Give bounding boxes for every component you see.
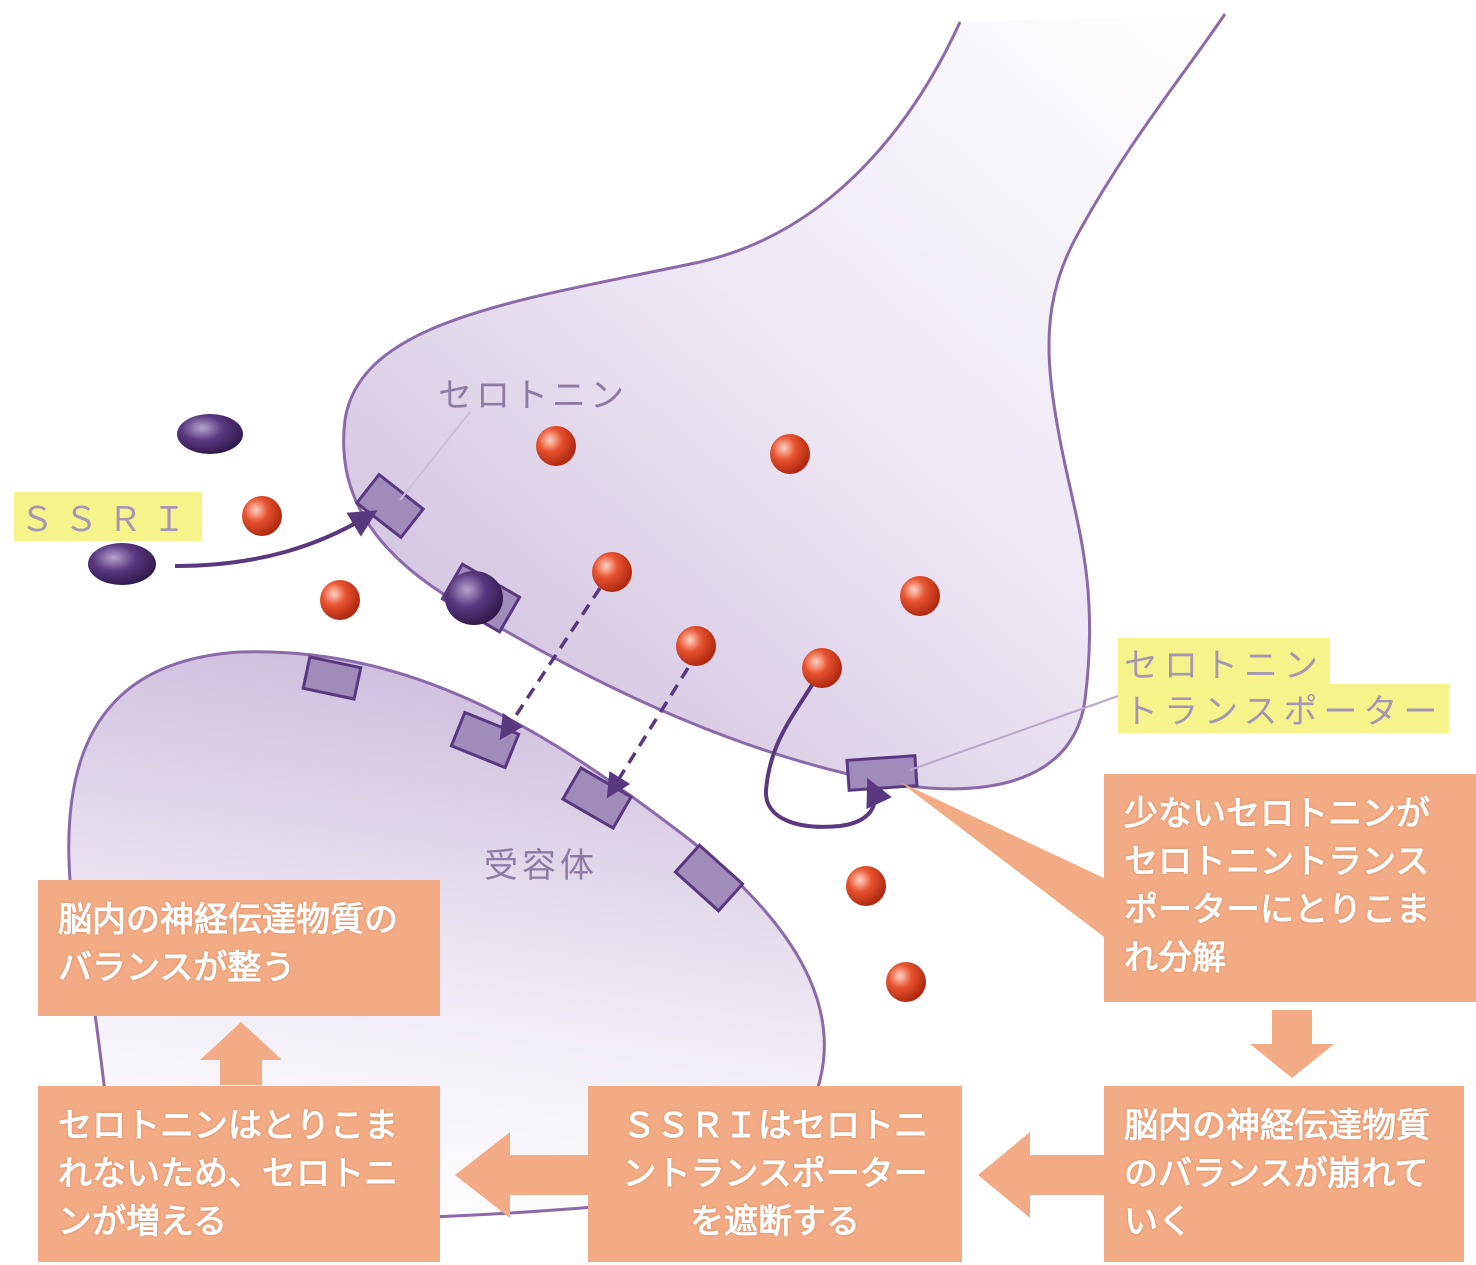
- serotonin-dot: [536, 426, 576, 466]
- ssri-molecule-bound: [445, 571, 503, 625]
- serotonin-dot: [320, 580, 360, 620]
- flow-arrow-left: [978, 1132, 1104, 1218]
- serotonin-label: セロトニン: [438, 368, 628, 417]
- box-ssri-blocks: ＳＳＲＩはセロトニントランスポーターを遮断する: [588, 1086, 962, 1262]
- ssri-molecule: [88, 543, 156, 585]
- box-balance-collapses: 脳内の神経伝達物質のバランスが崩れていく: [1104, 1086, 1464, 1262]
- serotonin-dot: [886, 962, 926, 1002]
- serotonin-dot: [900, 576, 940, 616]
- serotonin-dot: [242, 496, 282, 536]
- serotonin-dot: [676, 626, 716, 666]
- transporter-label-line1: セロトニン: [1118, 638, 1330, 687]
- box-balance-restored: 脳内の神経伝達物質のバランスが整う: [38, 880, 440, 1016]
- receptor-label: 受容体: [484, 838, 598, 887]
- ssri-label: ＳＳＲＩ: [14, 492, 202, 541]
- box-few-serotonin-uptake: 少ないセロトニンがセロトニントランスポーターにとりこまれ分解: [1104, 774, 1476, 1002]
- callout-wedge: [900, 782, 1108, 940]
- serotonin-dot: [770, 434, 810, 474]
- serotonin-dot: [592, 552, 632, 592]
- serotonin-dot: [802, 648, 842, 688]
- flow-arrow-down: [1250, 1010, 1334, 1078]
- ssri-molecule: [177, 414, 243, 454]
- box-serotonin-increases: セロトニンはとりこまれないため、セロトニンが増える: [38, 1086, 440, 1262]
- serotonin-dot: [846, 866, 886, 906]
- transporter-label-line2: トランスポーター: [1118, 684, 1449, 733]
